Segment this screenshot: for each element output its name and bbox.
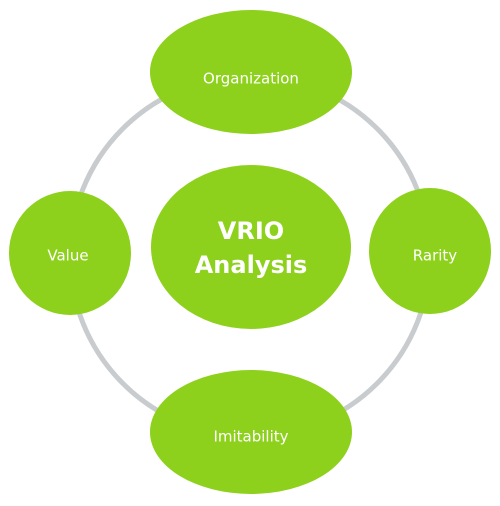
- node-center-shape: [151, 165, 351, 329]
- node-organization: Organization: [150, 10, 352, 134]
- node-imitability-shape: [150, 370, 352, 494]
- center-title-line1: VRIO: [218, 217, 284, 245]
- center-title-line2: Analysis: [195, 251, 308, 279]
- node-imitability: Imitability: [150, 370, 352, 494]
- node-rarity: Rarity: [369, 188, 491, 314]
- node-organization-shape: [150, 10, 352, 134]
- node-rarity-shape: [369, 188, 491, 314]
- node-center: VRIO Analysis: [151, 165, 351, 329]
- node-organization-label: Organization: [203, 70, 299, 88]
- node-value-shape: [9, 191, 131, 315]
- node-rarity-label: Rarity: [413, 247, 458, 265]
- node-value: Value: [9, 191, 131, 315]
- node-value-label: Value: [47, 247, 88, 265]
- node-imitability-label: Imitability: [213, 428, 288, 446]
